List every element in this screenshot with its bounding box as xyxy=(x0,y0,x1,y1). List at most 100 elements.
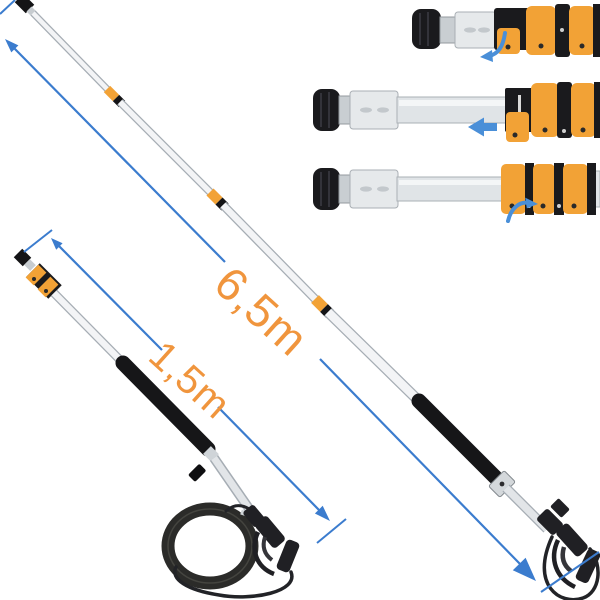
coupler-slot xyxy=(360,107,372,113)
screw-dot xyxy=(32,277,36,281)
slide-left-arrow-icon xyxy=(468,117,497,137)
rotate-close-arrowhead-icon xyxy=(525,197,538,209)
clamp xyxy=(526,6,556,55)
hose-loop xyxy=(173,565,294,599)
screw-dot xyxy=(562,129,566,133)
gun-body xyxy=(556,523,588,557)
clamp-band xyxy=(587,163,596,215)
dimension-short xyxy=(23,229,347,544)
inset-unlock-step xyxy=(412,4,600,62)
clamp-band xyxy=(593,4,600,57)
dimension-arrowhead-up-icon xyxy=(5,39,19,53)
screw-dot xyxy=(540,203,546,209)
clamp xyxy=(563,164,588,214)
clamp xyxy=(37,276,59,298)
coupler-slot xyxy=(360,186,372,192)
screw-dot xyxy=(538,43,544,49)
tip-neck xyxy=(24,259,36,271)
screw-dot xyxy=(557,204,561,208)
screw-dot xyxy=(512,132,518,138)
coupler-body xyxy=(349,169,399,209)
witness-tick xyxy=(23,229,53,253)
screw-dot xyxy=(505,44,511,50)
coupler-slot xyxy=(377,107,389,113)
threaded-neck xyxy=(338,95,352,125)
measurement-long-label: 6,5m xyxy=(205,256,319,366)
dimension-arrowhead-down-icon xyxy=(512,557,536,581)
witness-tick xyxy=(540,551,600,593)
short-pole xyxy=(13,248,300,599)
foam-grip xyxy=(411,393,503,485)
dimension-arrowhead-up-icon xyxy=(51,238,63,250)
witness-tick xyxy=(316,518,347,544)
pole-section xyxy=(220,202,323,307)
clamp-band xyxy=(594,82,600,138)
trigger xyxy=(261,536,274,562)
foam-grip xyxy=(115,355,216,457)
clamp-band xyxy=(525,163,534,215)
lance-tube xyxy=(211,456,255,515)
rotate-open-arrowhead-icon xyxy=(480,50,493,62)
threaded-neck xyxy=(439,16,457,44)
clamp xyxy=(569,6,595,55)
coupler-slot xyxy=(377,186,389,192)
gun-body xyxy=(255,516,285,548)
gun-inlet xyxy=(537,509,563,535)
gun-top-knob xyxy=(550,498,570,518)
pole-section xyxy=(51,290,127,367)
screw-dot xyxy=(44,289,48,293)
pole-section xyxy=(325,308,424,407)
pole-tip-cap xyxy=(13,248,32,267)
pole-section xyxy=(118,100,217,199)
coupler-body xyxy=(349,90,399,130)
pole-section xyxy=(31,11,114,96)
threaded-neck xyxy=(338,174,352,204)
coupler-slot xyxy=(464,27,476,33)
dimension-line xyxy=(12,46,226,263)
coiled-hose-detail xyxy=(167,508,253,584)
screw-dot xyxy=(579,43,585,49)
housing-slot xyxy=(518,95,521,113)
trigger-guard xyxy=(551,539,577,590)
dimension-arrowhead-down-icon xyxy=(314,505,330,521)
dimension-line xyxy=(217,406,320,511)
joint-clamp xyxy=(311,295,328,312)
clamp xyxy=(571,83,596,137)
end-knob xyxy=(313,168,340,210)
tube-highlight xyxy=(399,100,505,106)
trigger xyxy=(560,546,573,573)
clamp-band xyxy=(557,82,572,138)
joint-clamp xyxy=(103,85,120,102)
clamp-band xyxy=(554,163,564,215)
gun-hose-loop xyxy=(542,535,600,600)
lock-latch-open xyxy=(506,112,529,142)
dimension-line xyxy=(319,358,522,566)
valve-knob xyxy=(188,464,206,482)
joint-clamp xyxy=(206,188,223,205)
gun-handle xyxy=(276,539,300,573)
screw-dot xyxy=(560,28,564,32)
spray-gun-short xyxy=(240,505,300,577)
grip-collar xyxy=(203,446,219,462)
inset-extend-step xyxy=(313,82,600,142)
screw-dot xyxy=(571,203,577,209)
clamp xyxy=(531,83,559,137)
coupler-slot xyxy=(478,27,490,33)
clamp xyxy=(501,164,526,214)
dimension-line xyxy=(56,243,163,351)
tube-highlight xyxy=(399,180,501,185)
inset-lock-step xyxy=(313,163,600,223)
screw-dot xyxy=(580,127,586,133)
clamp xyxy=(533,164,555,214)
pole-tip-cap xyxy=(14,0,35,14)
witness-tick xyxy=(0,0,16,15)
long-pole xyxy=(14,0,600,600)
end-knob xyxy=(313,89,340,131)
trigger-guard xyxy=(252,531,275,577)
screw-dot xyxy=(542,127,548,133)
clamp xyxy=(25,264,47,286)
spray-gun-long xyxy=(537,498,600,600)
